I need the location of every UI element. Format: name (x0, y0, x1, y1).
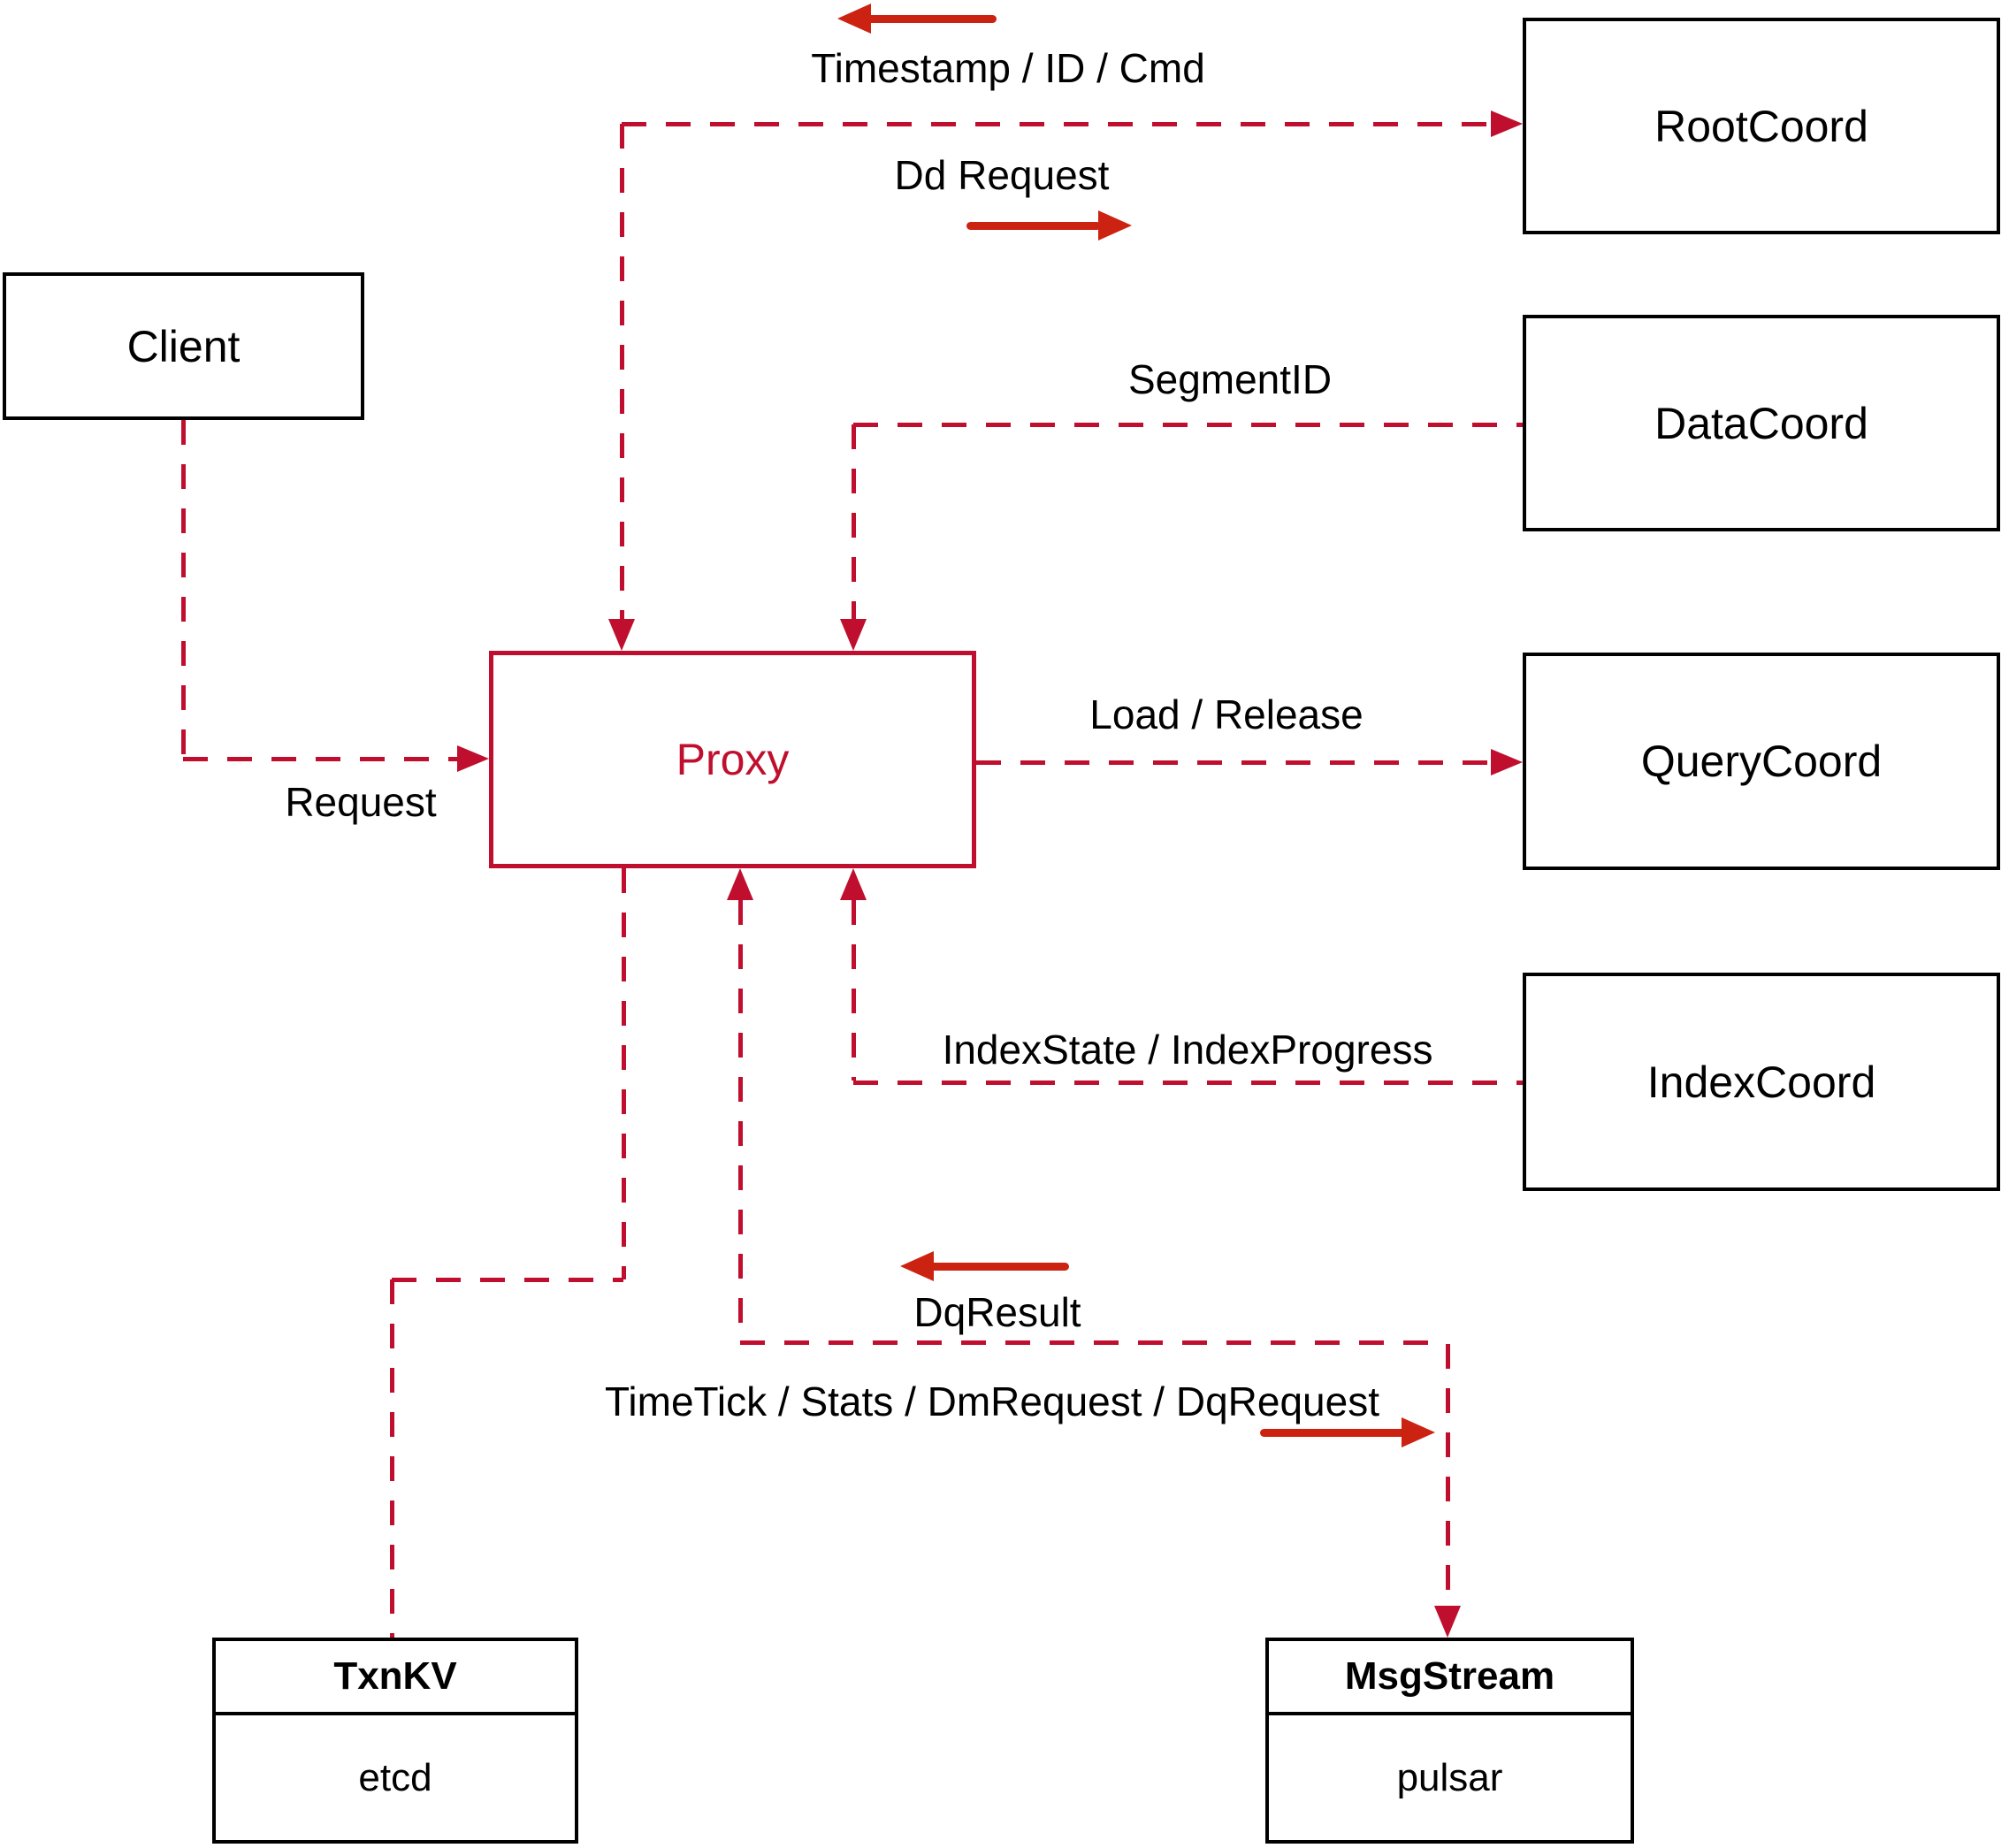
label-timestamp-id-cmd: Timestamp / ID / Cmd (811, 45, 1205, 91)
node-proxy: Proxy (489, 651, 976, 868)
msgstream-subtitle-text: pulsar (1396, 1755, 1503, 1799)
arrowhead-into-proxy-top-left (608, 619, 635, 651)
arrowhead-into-rootcoord (1491, 111, 1523, 137)
node-proxy-label: Proxy (676, 735, 790, 784)
edge-proxy-rootcoord-h (622, 122, 1491, 126)
edge-proxy-msgstream-v2 (1446, 1344, 1450, 1606)
edge-proxy-msgstream-v1 (738, 900, 743, 1342)
label-load-release: Load / Release (1089, 691, 1364, 737)
arrowhead-into-msgstream (1434, 1606, 1461, 1638)
node-rootcoord: RootCoord (1523, 18, 2000, 234)
txnkv-title-text: TxnKV (333, 1654, 457, 1698)
edge-indexcoord-proxy-h (853, 1081, 1523, 1085)
node-txnkv: TxnKV etcd (212, 1638, 578, 1844)
edge-datacoord-proxy-v (852, 424, 856, 619)
node-txnkv-title: TxnKV (216, 1641, 575, 1715)
node-rootcoord-label: RootCoord (1654, 101, 1868, 151)
edge-proxy-txnkv-v2 (390, 1279, 394, 1638)
node-datacoord-label: DataCoord (1654, 398, 1868, 448)
edge-client-proxy-h (183, 757, 457, 761)
node-indexcoord: IndexCoord (1523, 973, 2000, 1191)
direction-arrow-timestamp-shaft (862, 15, 997, 23)
node-msgstream: MsgStream pulsar (1265, 1638, 1634, 1844)
label-time-tick: TimeTick / Stats / DmRequest / DqRequest (605, 1378, 1379, 1424)
node-querycoord-label: QueryCoord (1640, 737, 1883, 786)
node-client: Client (3, 272, 364, 420)
edge-proxy-txnkv-h (392, 1278, 623, 1282)
node-datacoord: DataCoord (1523, 315, 2000, 531)
label-request: Request (285, 779, 437, 825)
msgstream-title-text: MsgStream (1344, 1654, 1555, 1698)
edge-proxy-txnkv-v1 (622, 868, 626, 1279)
node-msgstream-title: MsgStream (1269, 1641, 1631, 1715)
node-client-label: Client (126, 321, 241, 371)
node-indexcoord-label: IndexCoord (1646, 1057, 1876, 1107)
edge-datacoord-proxy-h (853, 423, 1523, 427)
label-dq-result: DqResult (913, 1289, 1081, 1335)
edge-proxy-querycoord-h (976, 760, 1491, 765)
arrowhead-into-querycoord (1491, 749, 1523, 775)
node-txnkv-subtitle: etcd (216, 1715, 575, 1840)
node-querycoord: QueryCoord (1523, 653, 2000, 870)
label-segment-id: SegmentID (1127, 356, 1333, 402)
arrowhead-into-proxy-left (457, 745, 489, 772)
arrowhead-into-proxy-top-right (840, 619, 867, 651)
direction-arrow-ddrequest-shaft (966, 222, 1101, 230)
label-dd-request: Dd Request (894, 152, 1110, 198)
label-index-state: IndexState / IndexProgress (942, 1027, 1433, 1073)
txnkv-subtitle-text: etcd (358, 1755, 432, 1799)
edge-client-proxy-v (181, 420, 186, 760)
arrowhead-into-proxy-bottom-mid (727, 868, 753, 900)
edge-indexcoord-proxy-v (852, 900, 856, 1081)
direction-arrow-ddrequest-icon (1098, 210, 1132, 241)
edge-proxy-msgstream-h (740, 1340, 1448, 1345)
edge-proxy-rootcoord-v (620, 124, 624, 619)
node-msgstream-subtitle: pulsar (1269, 1715, 1631, 1840)
direction-arrow-timetick-icon (1402, 1417, 1435, 1447)
direction-arrow-dqresult-shaft (925, 1263, 1069, 1271)
arrowhead-into-proxy-bottom-right (840, 868, 867, 900)
direction-arrow-timetick-shaft (1260, 1429, 1407, 1437)
